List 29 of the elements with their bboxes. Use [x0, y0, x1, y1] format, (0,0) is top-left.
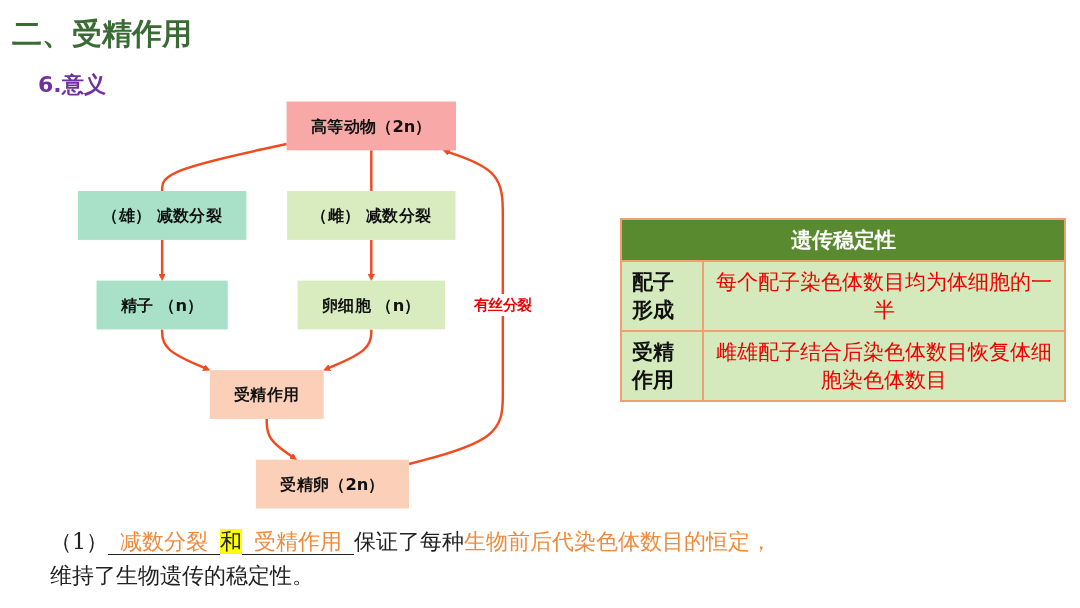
arrow	[367, 239, 375, 281]
node-box: 精子 （n）	[96, 280, 228, 330]
edge-label: 有丝分裂	[473, 296, 533, 314]
arrow	[265, 418, 297, 460]
node-box: （雄） 减数分裂	[77, 191, 247, 240]
section-heading: 6.意义	[38, 71, 106, 99]
node-box: （雌） 减数分裂	[287, 191, 456, 240]
node-box: 卵细胞 （n）	[297, 280, 445, 330]
table-cell: 雌雄配子结合后染色体数目恢复体细胞染色体数目	[703, 331, 1065, 401]
arrow	[160, 329, 211, 371]
connector	[370, 150, 373, 192]
table-header: 遗传稳定性	[621, 219, 1065, 261]
fill-in-answer: 受精作用	[242, 529, 354, 555]
sentence-text: 维持了生物遗传的稳定性。	[50, 563, 314, 588]
node-box: 受精作用	[209, 370, 324, 419]
sentence-text: 和	[220, 529, 242, 554]
sentence-text: 保证了每种	[354, 529, 464, 554]
slide-title: 二、受精作用	[12, 15, 192, 53]
table-cell: 每个配子染色体数目均为体细胞的一半	[703, 261, 1065, 331]
connector	[160, 142, 287, 192]
node-box: 受精卵（2n）	[255, 459, 410, 509]
row-header: 配子形成	[621, 261, 703, 331]
arrow	[323, 329, 373, 371]
row-header: 受精作用	[621, 331, 703, 401]
node-box: 高等动物（2n）	[286, 101, 456, 151]
arrow	[408, 149, 505, 466]
sentence-text: 生物前后代染色体数目的恒定，	[464, 529, 772, 554]
arrow	[158, 239, 166, 281]
sentence-text: （1）	[50, 529, 108, 554]
